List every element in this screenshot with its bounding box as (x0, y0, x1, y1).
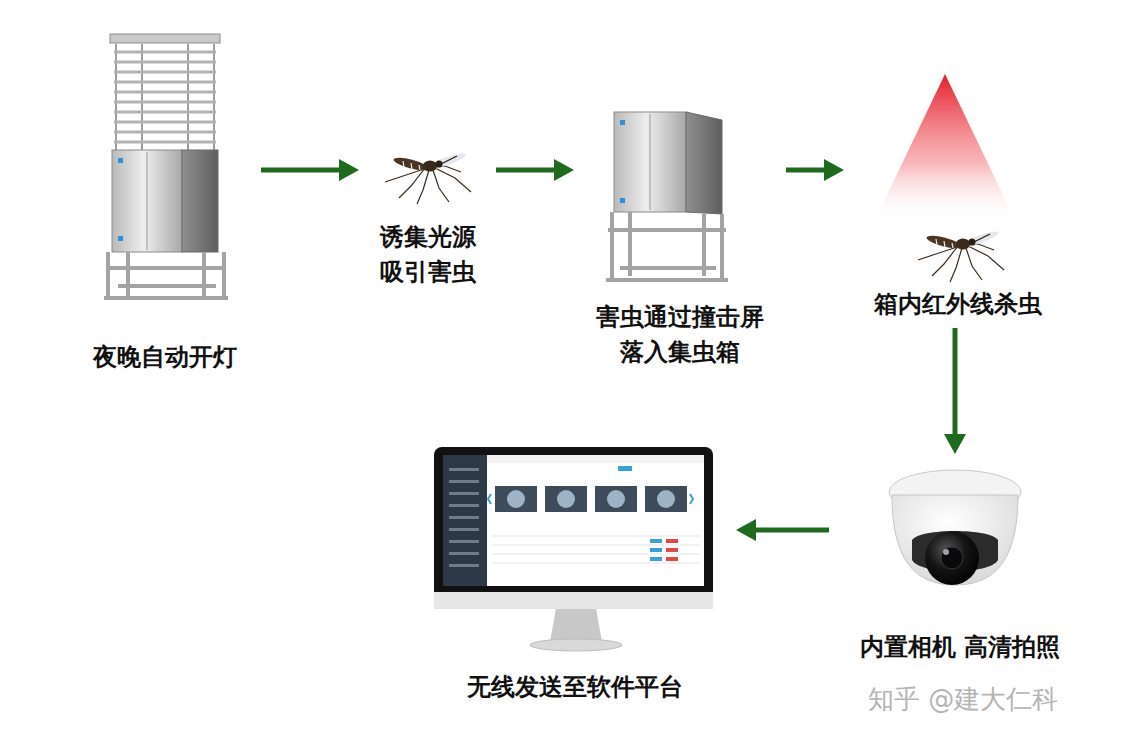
mosquito (918, 229, 1004, 282)
watermark: 知乎 @建大仁科 (868, 682, 1058, 717)
flow-arrow (786, 168, 824, 173)
process-step: 夜晚自动开灯 (75, 30, 255, 375)
monitor (434, 447, 713, 651)
step-caption: 害虫通过撞击屏 落入集虫箱 (590, 300, 770, 370)
process-step: 害虫通过撞击屏 落入集虫箱 (580, 105, 780, 370)
step-caption: 无线发送至软件平台 (467, 670, 683, 705)
process-step: 内置相机 高清拍照 (835, 460, 1085, 665)
flow-arrow (953, 328, 958, 434)
flow-arrow (756, 528, 829, 533)
infrared-beam (874, 74, 1016, 222)
mosquito (385, 151, 471, 204)
process-step: 诱集光源 吸引害虫 (365, 130, 490, 290)
step-caption: 内置相机 高清拍照 (860, 630, 1060, 665)
lamp-tower (104, 34, 228, 300)
step-caption: 箱内红外线杀虫 (874, 287, 1042, 322)
process-step: 箱内红外线杀虫 (850, 60, 1065, 322)
step-caption: 夜晚自动开灯 (93, 340, 237, 375)
step-caption: 诱集光源 吸引害虫 (373, 220, 483, 290)
collector-box (606, 112, 728, 282)
flow-arrow (496, 168, 554, 173)
dome-camera (889, 470, 1021, 585)
flow-arrow (261, 168, 339, 173)
process-step: 无线发送至软件平台 (420, 440, 730, 705)
